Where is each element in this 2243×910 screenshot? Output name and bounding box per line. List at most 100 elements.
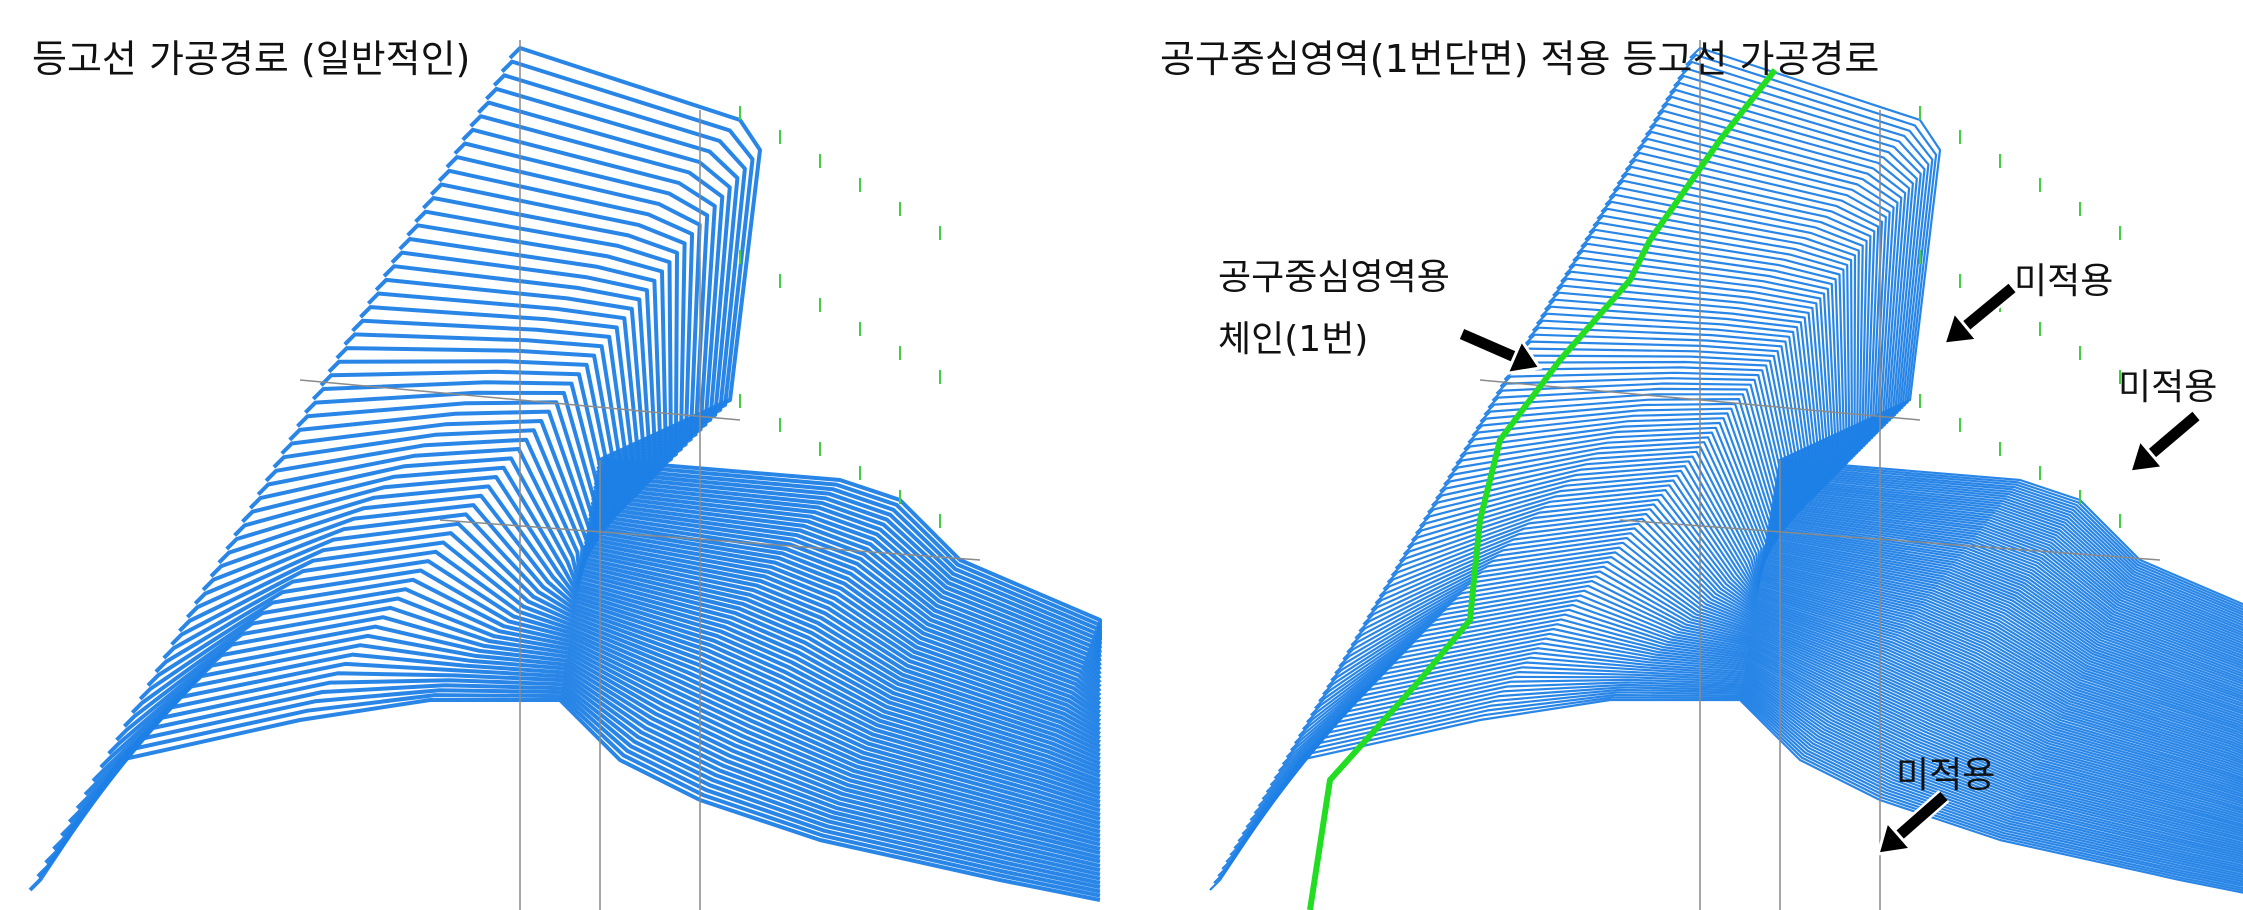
contour-line <box>1386 508 2243 794</box>
contour-line <box>1285 627 2243 851</box>
arrow-head <box>1941 309 1980 346</box>
chain-callout-line1: 공구중심영역용 <box>1218 257 1450 298</box>
contour-line <box>1652 109 2243 629</box>
contour-line <box>1632 144 2243 642</box>
contour-line <box>484 86 1102 654</box>
dense-contour-group <box>1209 46 2243 894</box>
contour-line <box>1423 465 2243 773</box>
arrow-shaft <box>1459 328 1517 362</box>
contour-line <box>1398 493 2243 787</box>
contour-line <box>1354 546 2243 812</box>
contour-line <box>1318 589 2243 833</box>
contour-line <box>1346 556 2243 817</box>
contour-line <box>225 484 1101 796</box>
callout-arrows <box>1458 281 2202 856</box>
contour-line <box>1527 326 2243 708</box>
contour-line <box>1616 172 2243 652</box>
contour-line <box>382 264 1102 710</box>
chain-callout-line2: 체인(1번) <box>1218 319 1369 360</box>
arrow-shaft <box>2147 411 2200 459</box>
contour-line <box>185 531 1101 817</box>
contour-line <box>390 250 1102 706</box>
model-edge-line <box>299 379 741 421</box>
model-edges <box>1479 40 2161 910</box>
model-edge-line <box>439 519 981 561</box>
contour-line <box>1648 116 2243 632</box>
chain-line <box>1307 68 1778 910</box>
contour-line <box>1540 305 2243 700</box>
contour-line <box>193 521 1101 813</box>
contour-line <box>414 209 1102 693</box>
contour-line <box>1338 565 2243 822</box>
contour-line <box>1310 599 2243 838</box>
contour-line <box>122 605 1101 851</box>
contour-line <box>1406 484 2243 782</box>
contour-line <box>1209 698 2243 894</box>
contour-line <box>146 577 1101 839</box>
model-edge-line <box>1479 379 1921 421</box>
contour-line <box>241 465 1101 787</box>
contour-line <box>28 698 1101 902</box>
contour-line <box>209 503 1101 804</box>
contour-line <box>1402 489 2243 784</box>
contour-line <box>178 540 1101 821</box>
contour-line <box>1314 594 2243 835</box>
contour-line <box>1669 81 2243 619</box>
arrow-head <box>1875 818 1914 856</box>
lift-marks <box>1919 106 2121 528</box>
contour-line <box>1322 584 2243 831</box>
contour-line <box>1289 623 2243 849</box>
contour-line <box>445 155 1102 676</box>
not-applied-callout-1: 미적용 <box>2014 261 2114 302</box>
contour-line <box>1572 249 2243 680</box>
contour-line <box>1390 503 2243 791</box>
arrow-head <box>2127 437 2166 474</box>
contour-line <box>248 456 1101 783</box>
contour-line <box>1382 512 2243 796</box>
contour-line <box>1414 474 2243 777</box>
contour-line <box>1330 575 2243 826</box>
contour-line <box>1370 527 2243 803</box>
contour-line <box>1334 570 2243 824</box>
contour-line <box>115 615 1101 856</box>
contour-line <box>1350 551 2243 815</box>
contour-line <box>217 493 1101 800</box>
arrow-head <box>1504 337 1543 376</box>
contour-line <box>162 559 1101 830</box>
contour-line <box>130 596 1101 847</box>
contour-group <box>28 46 1102 902</box>
contour-line <box>1673 74 2243 616</box>
contour-line <box>1374 522 2243 801</box>
not-applied-callout-2: 미적용 <box>2118 367 2218 408</box>
contour-line <box>138 587 1101 843</box>
right-toolpath-view <box>1209 40 2243 910</box>
contour-line <box>1306 603 2243 840</box>
contour-line <box>170 549 1101 826</box>
contour-line <box>1636 137 2243 640</box>
contour-line <box>1556 277 2243 690</box>
contour-line <box>201 512 1101 809</box>
contour-line <box>1297 613 2243 844</box>
contour-line <box>1358 541 2243 810</box>
model-edge-line <box>1619 519 2161 561</box>
contour-line <box>154 568 1101 834</box>
contour-line <box>1584 228 2243 673</box>
contour-line <box>453 141 1102 671</box>
contour-line <box>1418 469 2243 775</box>
contour-line <box>1600 200 2243 663</box>
contour-line <box>233 475 1101 792</box>
arrow-shaft <box>1962 283 2016 331</box>
contour-line <box>1544 298 2243 698</box>
contour-line <box>1568 256 2243 683</box>
contour-line <box>1293 618 2243 847</box>
left-panel-title: 등고선 가공경로 (일반적인) <box>32 37 471 81</box>
contour-line <box>1410 479 2243 780</box>
contour-line <box>477 100 1102 658</box>
contour-line <box>1302 608 2243 842</box>
contour-line <box>1394 498 2243 789</box>
not-applied-callout-3: 미적용 <box>1896 755 1996 796</box>
right-panel-title: 공구중심영역(1번단면) 적용 등고선 가공경로 <box>1160 37 1880 81</box>
contour-line <box>107 624 1101 860</box>
contour-line <box>1342 560 2243 819</box>
